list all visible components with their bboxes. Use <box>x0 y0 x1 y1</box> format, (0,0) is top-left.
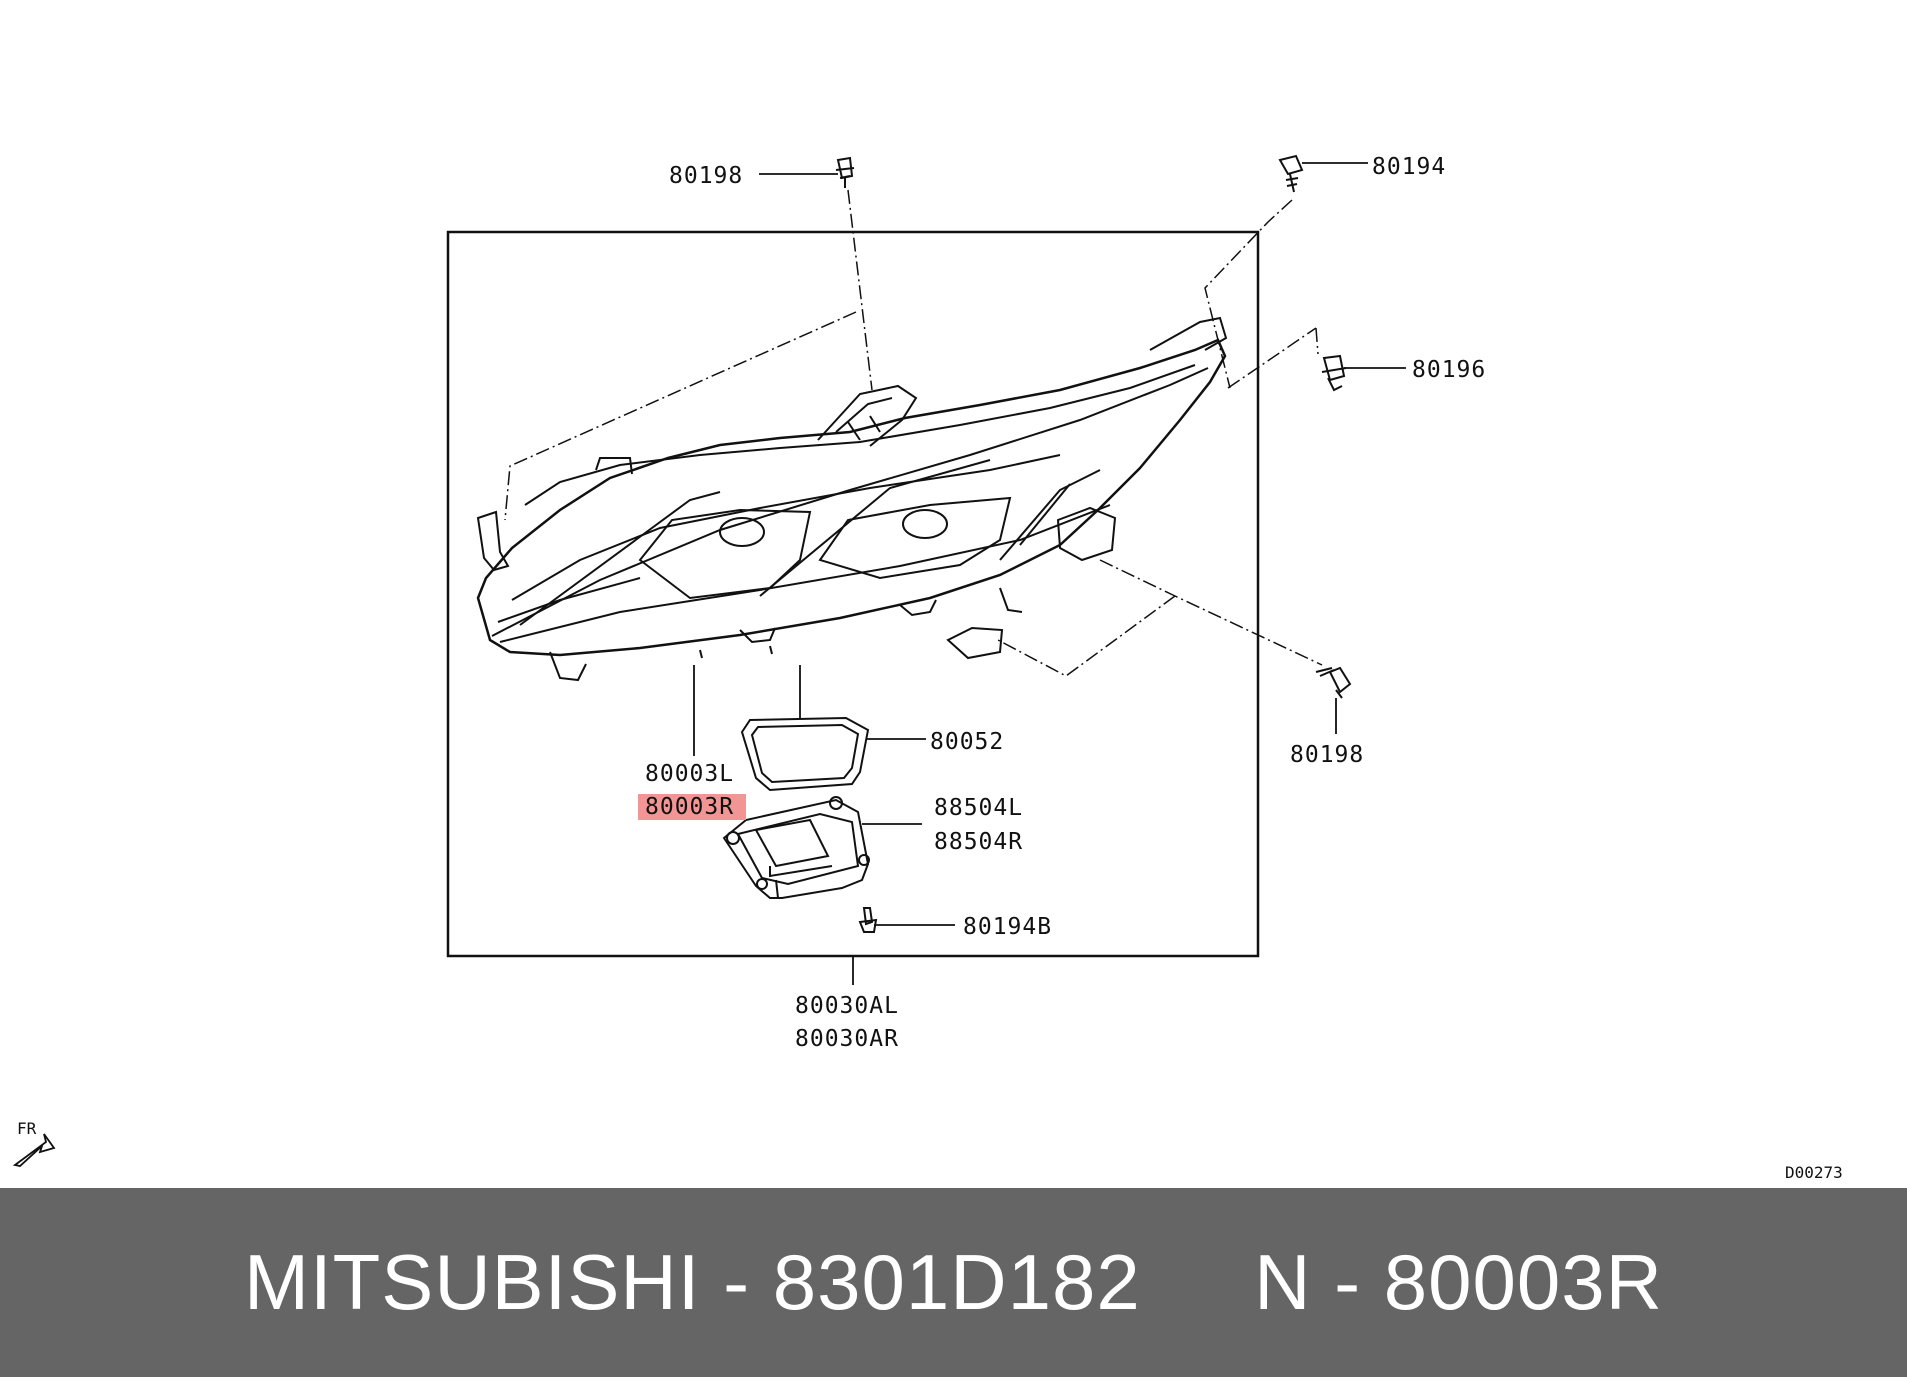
screw-80194 <box>1278 154 1304 193</box>
footer-ref-number: 80003R <box>1383 1238 1663 1326</box>
module-drawing <box>722 796 870 899</box>
highlight-box <box>638 794 746 820</box>
footer-spacer <box>1141 1238 1254 1326</box>
diagram-code: D00273 <box>1785 1163 1843 1182</box>
label-80194: 80194 <box>1372 154 1446 180</box>
footer-separator-2: - <box>1334 1238 1362 1326</box>
label-80194B: 80194B <box>963 914 1052 940</box>
label-80052: 80052 <box>930 729 1004 755</box>
footer-separator-1: - <box>723 1238 751 1326</box>
direction-label: FR <box>17 1119 37 1138</box>
screw-80194B <box>858 907 878 933</box>
centerlines <box>504 189 1323 677</box>
assembly-frame <box>446 230 1260 958</box>
footer-brand: MITSUBISHI <box>244 1238 701 1326</box>
label-88504R: 88504R <box>934 829 1023 855</box>
footer-bar: MITSUBISHI - 8301D182 N - 80003R <box>0 1188 1907 1377</box>
diagram-canvas: 80198 80194 80196 80198 80052 80003L 800… <box>12 154 1843 1182</box>
label-80003R: 80003R <box>645 794 734 820</box>
leader-lines <box>693 162 1406 985</box>
footer-ref-prefix: N <box>1254 1238 1312 1326</box>
footer-title: MITSUBISHI - 8301D182 N - 80003R <box>244 1237 1663 1328</box>
gasket-drawing <box>740 716 870 792</box>
label-80003L: 80003L <box>645 761 734 787</box>
label-80030AR: 80030AR <box>795 1026 899 1052</box>
label-80198-lower: 80198 <box>1290 742 1364 768</box>
label-80198-top: 80198 <box>669 163 743 189</box>
fastener-80198-top <box>835 156 855 188</box>
front-arrow-icon <box>12 1133 56 1167</box>
label-80196: 80196 <box>1412 357 1486 383</box>
bolt-80198-lower <box>1315 666 1352 699</box>
headlamp-drawing <box>476 316 1228 682</box>
label-80030AL: 80030AL <box>795 993 899 1019</box>
footer-part-number: 8301D182 <box>772 1238 1141 1326</box>
clip-80196 <box>1321 354 1347 392</box>
label-88504L: 88504L <box>934 795 1023 821</box>
